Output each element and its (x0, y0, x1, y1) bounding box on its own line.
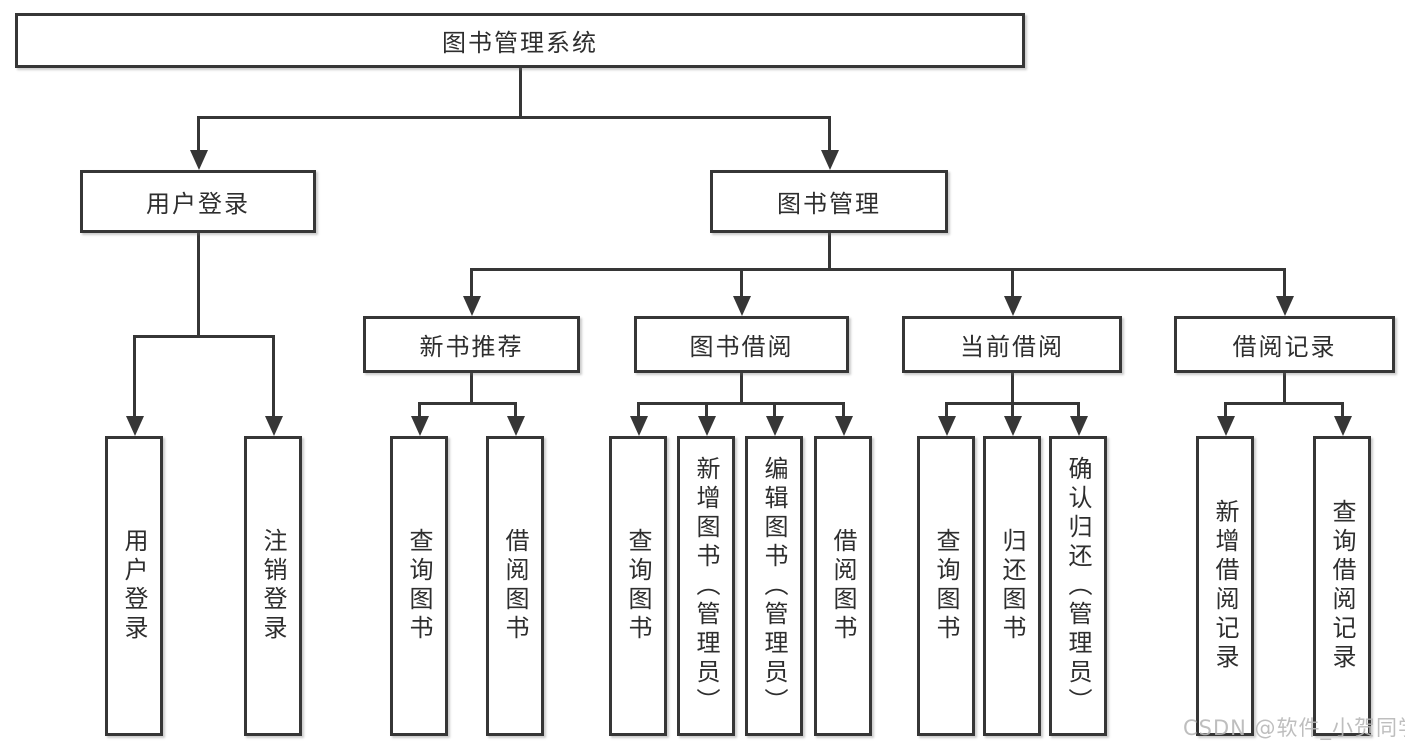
arrowhead-icon (698, 416, 716, 436)
arrowhead-icon (1070, 416, 1088, 436)
leaf-return-book: 归还图书 (983, 436, 1041, 736)
connector-line (1224, 402, 1344, 405)
arrowhead-icon (630, 416, 648, 436)
leaf-query-book-current: 查询图书 (917, 436, 975, 736)
connector-line (197, 116, 200, 154)
leaf-query-book-recommend: 查询图书 (390, 436, 448, 736)
connector-line (1283, 370, 1286, 405)
leaf-borrow-book: 借阅图书 (814, 436, 872, 736)
connector-line (197, 231, 200, 337)
arrowhead-icon (1217, 416, 1235, 436)
connector-line (272, 335, 275, 419)
node-new-book-recommend: 新书推荐 (363, 316, 580, 373)
arrowhead-icon (126, 416, 144, 436)
connector-line (1011, 370, 1014, 405)
arrowhead-icon (463, 296, 481, 316)
arrowhead-icon (265, 416, 283, 436)
connector-line (470, 268, 473, 299)
arrowhead-icon (1276, 296, 1294, 316)
leaf-borrow-book-recommend: 借阅图书 (486, 436, 544, 736)
connector-line (1341, 402, 1344, 419)
connector-line (197, 116, 831, 119)
connector-line (1077, 402, 1080, 419)
leaf-edit-book-admin: 编辑图书（管理员） (745, 436, 803, 736)
connector-line (945, 402, 948, 419)
node-user-login-branch: 用户登录 (80, 170, 316, 233)
leaf-query-borrow-record: 查询借阅记录 (1313, 436, 1371, 736)
node-borrow-record: 借阅记录 (1174, 316, 1395, 373)
arrowhead-icon (733, 296, 751, 316)
connector-line (740, 370, 743, 405)
connector-line (637, 402, 640, 419)
leaf-confirm-return-admin: 确认归还（管理员） (1049, 436, 1107, 736)
arrowhead-icon (938, 416, 956, 436)
leaf-add-borrow-record: 新增借阅记录 (1196, 436, 1254, 736)
arrowhead-icon (411, 416, 429, 436)
connector-line (637, 402, 845, 405)
arrowhead-icon (1334, 416, 1352, 436)
connector-line (1011, 268, 1014, 299)
node-root-system: 图书管理系统 (15, 13, 1025, 68)
connector-line (519, 66, 522, 118)
node-book-management-branch: 图书管理 (710, 170, 948, 233)
arrowhead-icon (821, 150, 839, 170)
connector-line (133, 335, 275, 338)
connector-line (828, 116, 831, 154)
connector-line (418, 402, 421, 419)
connector-line (470, 370, 473, 405)
connector-line (705, 402, 708, 419)
arrowhead-icon (835, 416, 853, 436)
connector-line (842, 402, 845, 419)
connector-line (773, 402, 776, 419)
arrowhead-icon (190, 150, 208, 170)
arrowhead-icon (766, 416, 784, 436)
arrowhead-icon (1004, 416, 1022, 436)
arrowhead-icon (507, 416, 525, 436)
connector-line (514, 402, 517, 419)
arrowhead-icon (1004, 296, 1022, 316)
node-current-borrow: 当前借阅 (902, 316, 1122, 373)
connector-line (470, 268, 1286, 271)
connector-line (1283, 268, 1286, 299)
csdn-watermark: CSDN @软件_小贺同学 (1183, 716, 1405, 740)
node-book-borrow: 图书借阅 (634, 316, 849, 373)
leaf-add-book-admin: 新增图书（管理员） (677, 436, 735, 736)
connector-line (828, 231, 831, 271)
leaf-query-book-borrow: 查询图书 (609, 436, 667, 736)
connector-line (133, 335, 136, 419)
connector-line (740, 268, 743, 299)
connector-line (418, 402, 517, 405)
connector-line (1224, 402, 1227, 419)
connector-line (1011, 402, 1014, 419)
leaf-user-login: 用户登录 (105, 436, 163, 736)
leaf-logout: 注销登录 (244, 436, 302, 736)
